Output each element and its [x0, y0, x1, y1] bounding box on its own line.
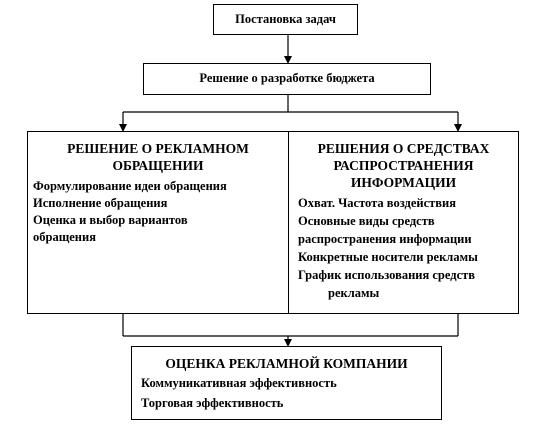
- message-item: Исполнение обращения: [33, 196, 168, 210]
- node-task: [213, 4, 358, 35]
- message-item: Формулирование идеи обращения: [33, 179, 227, 193]
- media-title-line-3: ИНФОРМАЦИИ: [350, 175, 457, 190]
- node-task-label: Постановка задач: [235, 12, 336, 26]
- message-item: Оценка и выбор вариантов: [33, 213, 188, 227]
- message-item: обращения: [33, 230, 96, 244]
- media-item: График использования средств: [298, 268, 476, 282]
- media-title-line-1: РЕШЕНИЯ О СРЕДСТВАХ: [317, 141, 490, 156]
- media-item: Охват. Частота воздействия: [298, 196, 456, 210]
- message-title-line-2: ОБРАЩЕНИИ: [112, 158, 204, 173]
- node-budget-label: Решение о разработке бюджета: [199, 71, 375, 85]
- media-item: распространения информации: [298, 232, 472, 246]
- media-item: Конкретные носители рекламы: [298, 250, 478, 264]
- node-budget: [143, 63, 431, 95]
- evaluation-title: ОЦЕНКА РЕКЛАМНОЙ КОМПАНИИ: [165, 356, 408, 371]
- evaluation-item: Торговая эффективность: [141, 396, 284, 410]
- media-item: рекламы: [328, 286, 380, 300]
- evaluation-item: Коммуникативная эффективность: [141, 376, 337, 390]
- node-evaluation: [131, 346, 442, 420]
- node-message: [27, 131, 289, 314]
- media-title-line-2: РАСПРОСТРАНЕНИЯ: [333, 158, 474, 173]
- node-media: [288, 131, 519, 314]
- media-item: Основные виды средств: [298, 214, 435, 228]
- message-title-line-1: РЕШЕНИЕ О РЕКЛАМНОМ: [67, 141, 249, 156]
